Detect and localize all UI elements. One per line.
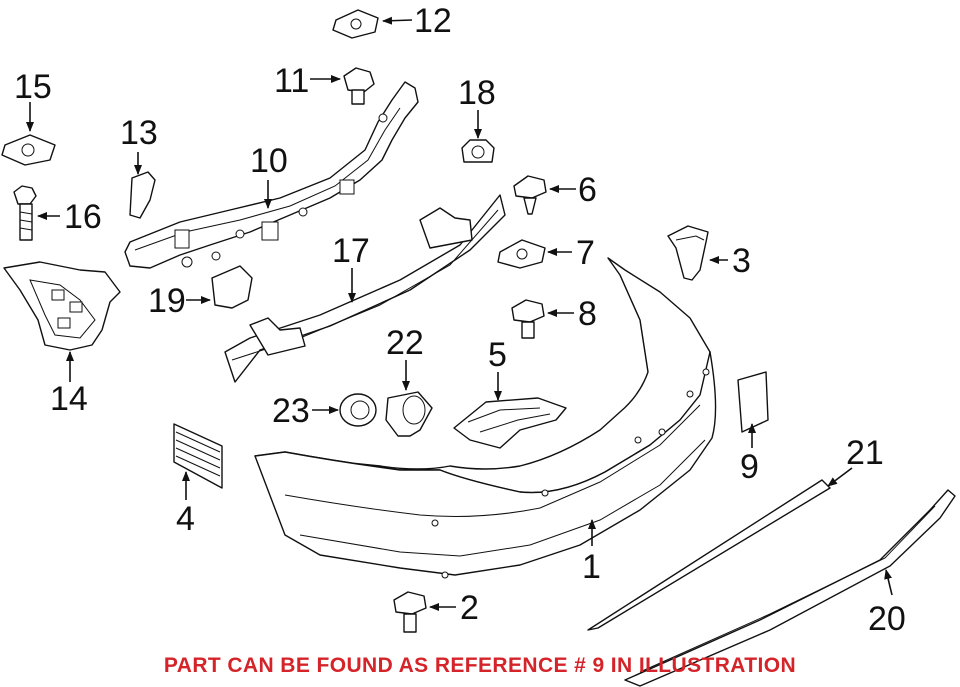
callout-4: 4 [176,500,195,538]
clip-nut-12-part [332,9,379,39]
callout-9: 9 [740,448,759,486]
reference-note: PART CAN BE FOUND AS REFERENCE # 9 IN IL… [163,654,797,677]
bolt-11-part [343,67,375,105]
callout-labels: 12 11 15 18 13 10 6 16 7 3 17 19 8 14 22… [14,2,906,638]
nut-18-part [461,139,495,163]
rivet-6-part [513,175,547,215]
callout-14: 14 [50,380,88,418]
callout-17: 17 [332,232,370,270]
callout-1: 1 [582,548,601,586]
callout-16: 16 [64,198,102,236]
sensor-22-part [385,391,433,437]
callout-8: 8 [578,295,597,333]
clip-nut-7-part [497,239,546,269]
callout-15: 15 [14,68,52,106]
patch-part [211,265,253,309]
under-panel-5-part [453,397,567,449]
callout-6: 6 [578,171,597,209]
callout-23: 23 [272,392,310,430]
bumper-cover-part [254,257,717,579]
impact-bar-part [224,194,506,383]
clip-nut-15-part [1,134,56,166]
lower-trim-20-part [624,489,956,687]
callout-2: 2 [460,589,479,627]
bracket-9-part [737,371,769,433]
callout-18: 18 [458,74,496,112]
callout-19: 19 [148,282,186,320]
leader-arrows [26,16,893,611]
pad-part [129,171,156,219]
side-guide-bracket-part [3,261,121,351]
bolt-8-part [511,299,545,339]
callout-12: 12 [414,2,452,40]
callout-7: 7 [576,234,595,272]
callout-11: 11 [274,62,309,100]
callout-21: 21 [846,434,884,472]
callout-10: 10 [250,142,288,180]
trim-strip-21-part [587,479,831,631]
callout-3: 3 [732,242,751,280]
guide-3-part [667,225,709,281]
callout-13: 13 [120,114,158,152]
callout-5: 5 [488,336,507,374]
bolt-16-part [13,185,37,241]
callout-22: 22 [386,324,424,362]
bolt-2-part [393,591,427,633]
ring-23-part [339,393,377,427]
callout-20: 20 [868,600,906,638]
reflector-4-part [173,423,223,489]
